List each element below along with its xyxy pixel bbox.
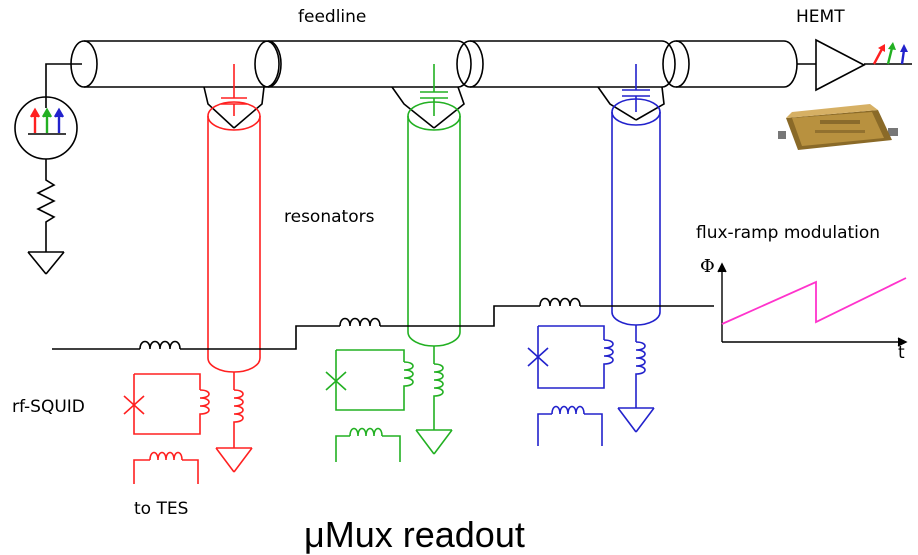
coax-segment-4 [662,40,798,88]
rf-squid-label: rf-SQUID [12,397,85,417]
rf-squid-red [123,373,210,484]
coax-segment-3 [456,40,676,88]
josephson-junction-icon [123,395,145,415]
resonators-label: resonators [284,207,375,227]
hemt-module-image [778,104,898,150]
ground-icon [415,429,453,455]
flux-ramp-label: flux-ramp modulation [696,223,880,243]
inductor-icon [233,389,244,448]
inductor-icon [433,363,444,430]
inductor-icon [551,405,585,415]
ground-icon [617,407,655,433]
josephson-junction-icon [527,347,549,367]
resonator-blue [597,64,665,433]
capacitor-icon [420,64,448,116]
inductor-icon [349,427,383,437]
flux-ramp-plot: Φ t [700,256,908,363]
capacitor-icon [221,64,247,116]
inductor-icon [149,451,183,461]
to-tes-label: to TES [134,499,188,519]
rf-squid-green [325,349,414,462]
amplifier-icon [815,38,912,92]
inductor-icon [339,317,381,327]
resonator-red [203,64,265,473]
resistor-icon [36,159,56,252]
rf-squid-blue [527,325,614,446]
ground-icon [27,251,65,275]
capacitor-icon [622,64,650,112]
feedline [45,40,816,108]
diagram-caption: μMux readout [304,514,525,555]
source-icon [14,96,78,160]
plot-t-label: t [898,343,905,363]
inductor-icon [539,297,581,307]
coax-segment-2 [254,40,472,88]
inductor-icon [139,340,181,350]
josephson-junction-icon [325,371,347,391]
ground-icon [215,447,253,473]
flux-ramp-line [52,297,714,350]
sawtooth-icon [721,277,907,325]
inductor-icon [635,341,646,408]
plot-phi-label: Φ [700,256,715,277]
coax-segment-1 [70,40,280,88]
resonator-green [391,64,465,455]
hemt-label: HEMT [796,7,845,27]
feedline-label: feedline [298,7,366,27]
